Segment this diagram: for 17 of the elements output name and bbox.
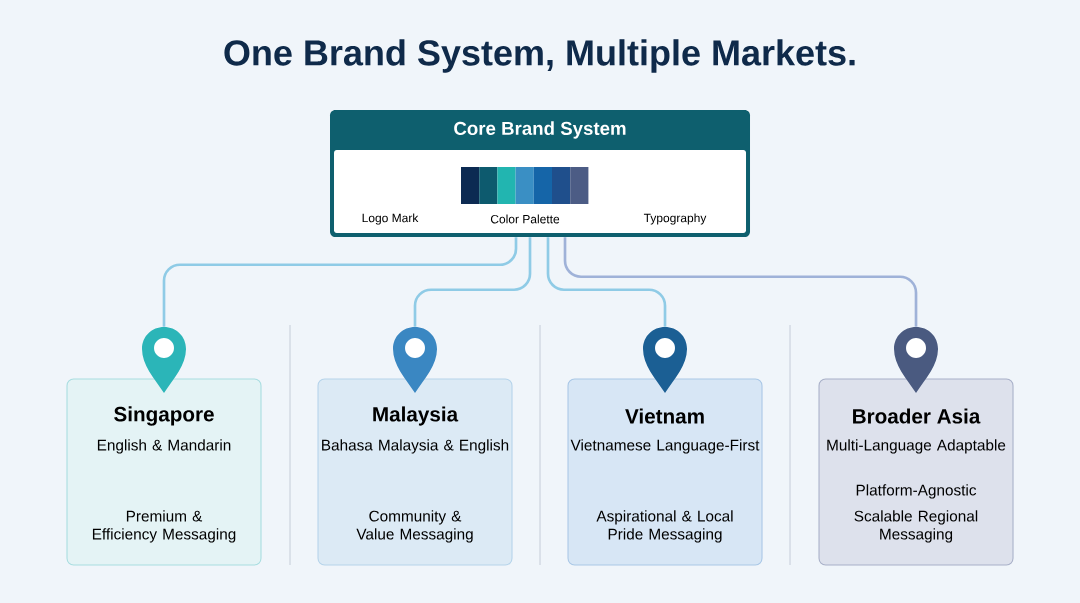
market-card: Broader Asia Multi-Language Adaptable Platform-Agnostic Scalable Regional Messaging	[818, 378, 1014, 566]
location-pin-icon	[142, 327, 186, 393]
title: One Brand System, Multiple Markets.	[224, 39, 855, 73]
connector-line	[563, 237, 918, 327]
connector-line	[546, 237, 667, 327]
location-pin-icon	[643, 327, 687, 393]
location-pin-icon	[393, 327, 437, 393]
palette-cell: Color Palette	[461, 167, 589, 224]
market-card: Vietnam Vietnamese Language-First Aspirational & Local Pride Messaging	[567, 378, 763, 566]
connector-line	[162, 237, 518, 327]
node-label: Color Palette	[490, 214, 560, 224]
market-card: Singapore English & Mandarin Premium & Efficiency Messaging	[66, 378, 262, 566]
connector-line	[413, 237, 532, 327]
cell-caption: Typography	[643, 213, 707, 225]
location-pin-icon	[894, 327, 938, 393]
cell-caption: Logo Mark	[362, 213, 419, 225]
market-card: Malaysia Bahasa Malaysia & English Community & Value Messaging	[317, 378, 513, 566]
